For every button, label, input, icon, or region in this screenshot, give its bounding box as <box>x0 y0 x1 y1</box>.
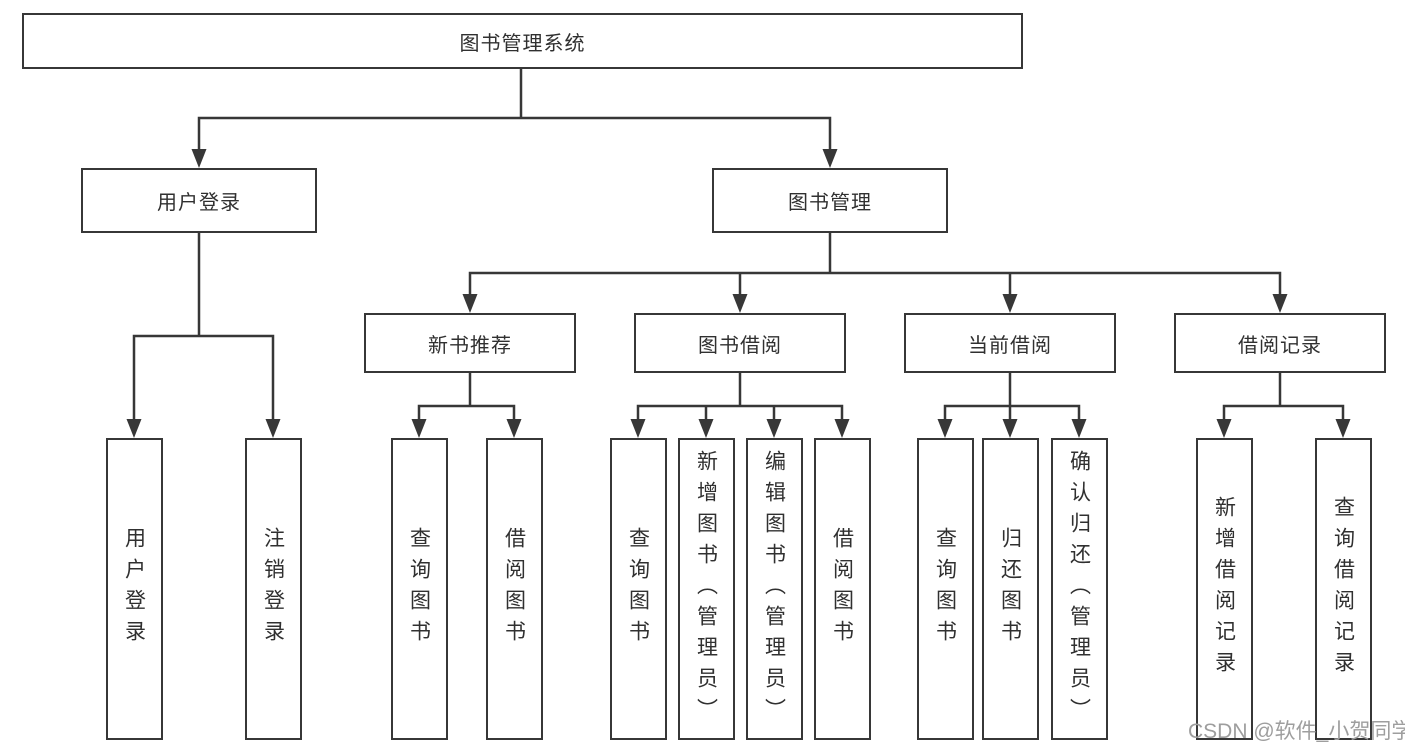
arrow-icon <box>265 419 281 438</box>
leaf-user-login: 用户登录 <box>105 438 163 740</box>
arrow-icon <box>630 419 646 438</box>
arrow-icon <box>462 294 478 313</box>
connector-level3-bracket <box>468 271 1282 303</box>
arrow-icon <box>126 419 142 438</box>
arrow-icon <box>191 149 207 168</box>
leaf-query-books-1: 查询图书 <box>390 438 448 740</box>
leaf-query-books-3: 查询图书 <box>916 438 974 740</box>
arrow-icon <box>937 419 953 438</box>
arrow-icon <box>732 294 748 313</box>
arrow-icon <box>1002 294 1018 313</box>
node-library-system: 图书管理系统 <box>22 13 1023 69</box>
leaf-logout: 注销登录 <box>244 438 302 740</box>
arrow-icon <box>411 419 427 438</box>
leaf-borrow-books-1: 借阅图书 <box>485 438 543 740</box>
arrow-icon <box>766 419 782 438</box>
leaf-edit-books-admin: 编辑图书（管理员） <box>745 438 803 740</box>
node-current-borrow: 当前借阅 <box>904 313 1116 373</box>
arrow-icon <box>1002 419 1018 438</box>
leaf-borrow-books-2: 借阅图书 <box>813 438 871 740</box>
node-book-management: 图书管理 <box>712 168 948 233</box>
node-book-borrow: 图书借阅 <box>634 313 846 373</box>
connector-currentborrow-bracket <box>943 404 1081 428</box>
csdn-watermark: CSDN @软件_小贺同学 <box>1188 720 1405 743</box>
leaf-add-books-admin: 新增图书（管理员） <box>677 438 735 740</box>
connector-newbook-bracket <box>417 404 516 428</box>
connector-bookborrow-bracket <box>636 404 844 428</box>
arrow-icon <box>698 419 714 438</box>
connector-level2-bracket <box>197 116 832 158</box>
arrow-icon <box>1216 419 1232 438</box>
arrow-icon <box>506 419 522 438</box>
leaf-query-borrow-record: 查询借阅记录 <box>1314 438 1372 740</box>
node-user-login: 用户登录 <box>81 168 317 233</box>
leaf-add-borrow-record: 新增借阅记录 <box>1195 438 1253 740</box>
arrow-icon <box>1071 419 1087 438</box>
arrowheads <box>126 149 1351 438</box>
arrow-icon <box>834 419 850 438</box>
node-borrow-records: 借阅记录 <box>1174 313 1386 373</box>
leaf-confirm-return-admin: 确认归还（管理员） <box>1050 438 1108 740</box>
connector-records-bracket <box>1222 404 1345 428</box>
arrow-icon <box>1272 294 1288 313</box>
leaf-query-books-2: 查询图书 <box>609 438 667 740</box>
arrow-icon <box>822 149 838 168</box>
leaf-return-books: 归还图书 <box>981 438 1039 740</box>
node-new-book-recommend: 新书推荐 <box>364 313 576 373</box>
connector-userlogin-bracket <box>132 334 275 428</box>
arrow-icon <box>1335 419 1351 438</box>
